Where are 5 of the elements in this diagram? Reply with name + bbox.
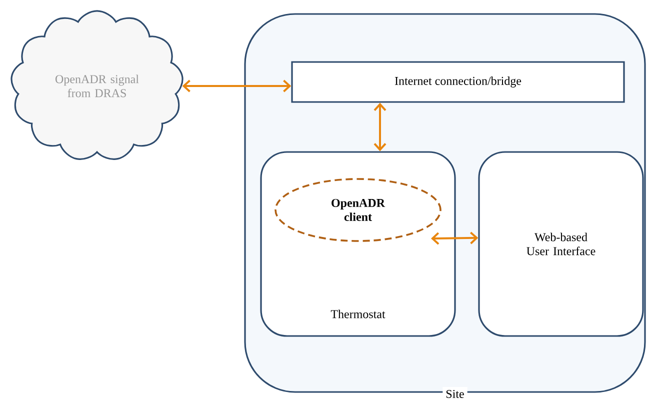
device-box: Web-based User Interface bbox=[478, 151, 644, 337]
arrow bbox=[182, 80, 292, 92]
arrow bbox=[430, 232, 478, 245]
arrow bbox=[374, 102, 386, 152]
process-box: Internet connection/bridge bbox=[291, 61, 625, 103]
